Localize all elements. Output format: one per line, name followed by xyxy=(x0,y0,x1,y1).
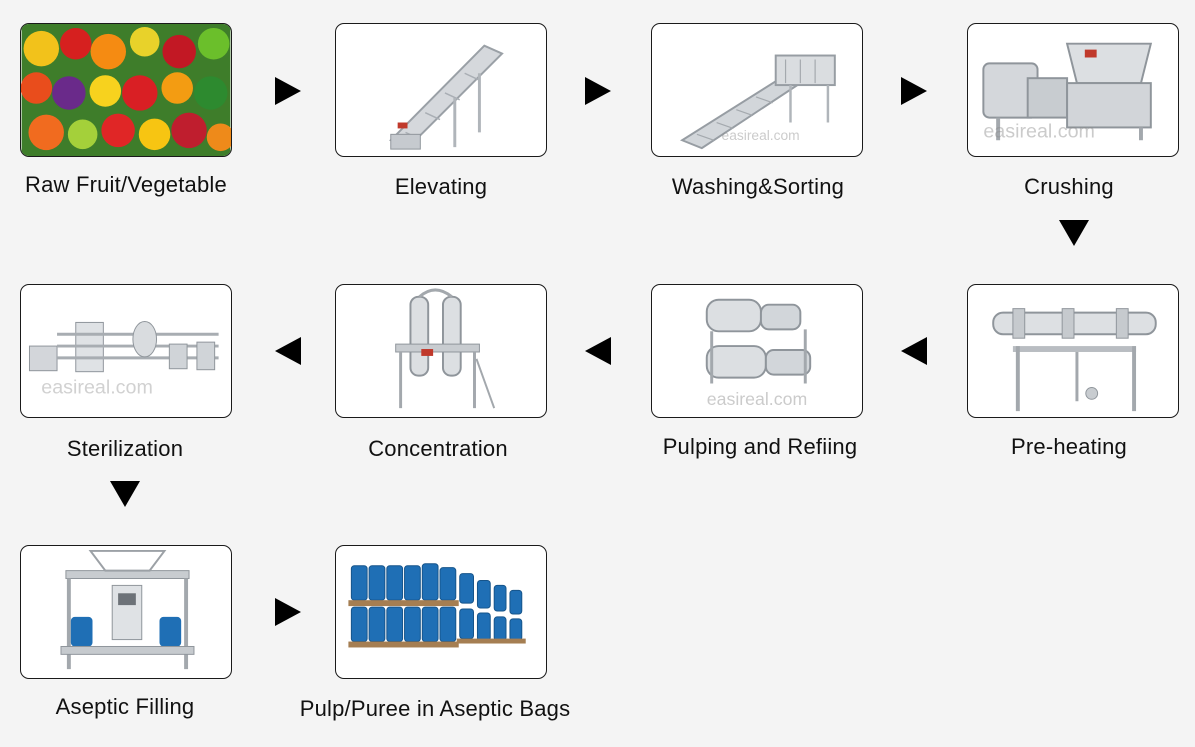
step-label-aseptic-filling: Aseptic Filling xyxy=(55,694,195,719)
aseptic-filler-image xyxy=(60,549,195,670)
step-label-aseptic-bags: Pulp/Puree in Aseptic Bags xyxy=(299,696,571,721)
sterilizer-system-image: easireal.com xyxy=(28,320,219,398)
pre-heater-image xyxy=(992,308,1157,412)
step-card-concentration xyxy=(335,284,547,418)
step-card-crushing: easireal.com xyxy=(967,23,1179,157)
step-card-aseptic-bags xyxy=(335,545,547,679)
step-card-pre-heating xyxy=(967,284,1179,418)
step-label-pulping-refining: Pulping and Refiing xyxy=(662,434,858,459)
step-label-elevating: Elevating xyxy=(394,174,488,199)
watermark-text: easireal.com xyxy=(722,128,800,143)
watermark-text: easireal.com xyxy=(983,120,1095,142)
pulping-machine-image: easireal.com xyxy=(705,298,812,409)
step-card-sterilization: easireal.com xyxy=(20,284,232,418)
step-card-washing-sorting: easireal.com xyxy=(651,23,863,157)
flow-arrow-left-icon xyxy=(275,337,301,365)
flow-arrow-right-icon xyxy=(585,77,611,105)
flow-arrow-right-icon xyxy=(901,77,927,105)
flow-arrow-right-icon xyxy=(275,77,301,105)
step-card-raw-fruit xyxy=(20,23,232,157)
washing-sorting-machine-image: easireal.com xyxy=(679,54,836,150)
step-label-crushing: Crushing xyxy=(1024,174,1114,199)
fruit-vegetable-image xyxy=(21,24,231,156)
flow-arrow-down-icon xyxy=(1059,220,1089,246)
step-label-pre-heating: Pre-heating xyxy=(1011,434,1127,459)
step-card-elevating xyxy=(335,23,547,157)
crusher-machine-image: easireal.com xyxy=(982,42,1153,142)
elevator-conveyor-image xyxy=(389,44,504,150)
flow-arrow-right-icon xyxy=(275,598,301,626)
flow-arrow-left-icon xyxy=(901,337,927,365)
step-label-washing-sorting: Washing&Sorting xyxy=(671,174,845,199)
flow-arrow-down-icon xyxy=(110,481,140,507)
blue-barrels-image xyxy=(348,563,526,648)
step-card-pulping-refining: easireal.com xyxy=(651,284,863,418)
watermark-text: easireal.com xyxy=(41,376,153,398)
watermark-text: easireal.com xyxy=(707,389,807,409)
step-label-raw-fruit: Raw Fruit/Vegetable xyxy=(25,172,227,197)
step-label-sterilization: Sterilization xyxy=(66,436,184,461)
evaporator-image xyxy=(395,288,496,409)
flow-arrow-left-icon xyxy=(585,337,611,365)
step-card-aseptic-filling xyxy=(20,545,232,679)
step-label-concentration: Concentration xyxy=(368,436,508,461)
